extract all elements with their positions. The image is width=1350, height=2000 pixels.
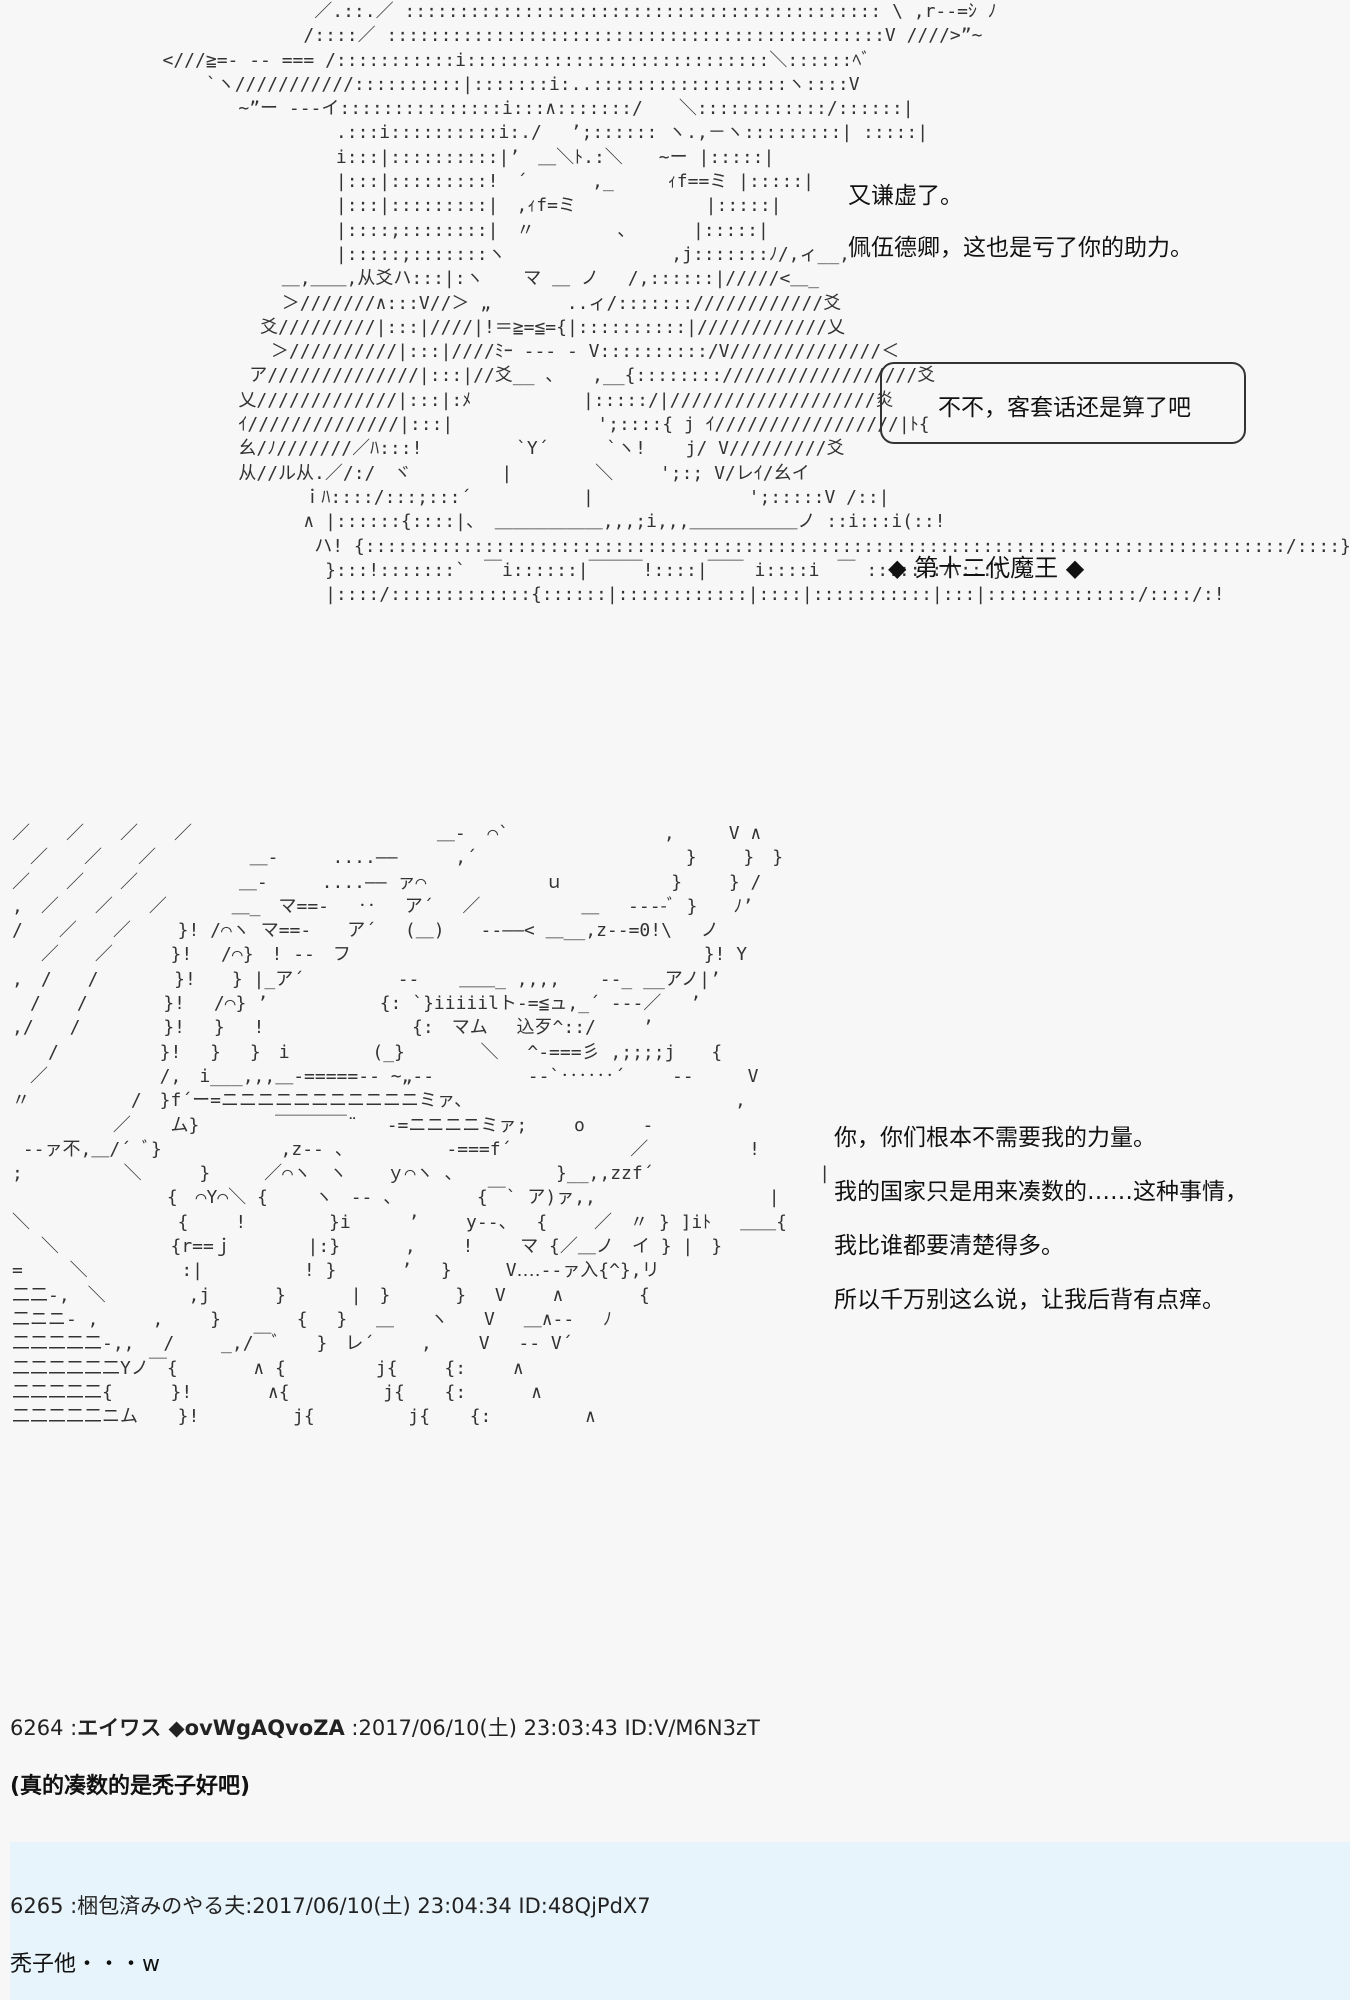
dialogue-line-5: 我比谁都要清楚得多。 xyxy=(834,1233,1064,1259)
ascii-art-character-closeup: ／ ／ ／ ／ ＿- ⌒` , V ∧ ／ ／ ／ ＿- ....―― ,´ }… xyxy=(12,823,831,1428)
dialogue-line-2: 佩伍德卿，这也是亏了你的助力。 xyxy=(848,235,1193,261)
post-header: 6264 :エイワス ◆ovWgAQvoZA :2017/06/10(土) 23… xyxy=(10,1716,760,1740)
ascii-art-demon-lord: ／.::.／ :::::::::::::::::::::::::::::::::… xyxy=(162,1,1350,606)
speech-bubble-text: 不不，客套话还是算了吧 xyxy=(938,395,1191,421)
dialogue-line-1: 又谦虚了。 xyxy=(848,183,963,209)
post-body: 秃子他・・・w xyxy=(10,1952,160,1977)
dialogue-line-4: 我的国家只是用来凑数的……这种事情， xyxy=(834,1179,1248,1205)
dialogue-line-6: 所以千万别这么说，让我后背有点痒。 xyxy=(834,1287,1225,1313)
post-6265: 6265 :梱包済みのやる夫:2017/06/10(土) 23:04:34 ID… xyxy=(10,1842,1350,2000)
post-body: (真的凑数的是秃子好吧) xyxy=(10,1774,251,1799)
post-author: 梱包済みのやる夫 xyxy=(77,1894,246,1918)
post-author: エイワス ◆ovWgAQvoZA xyxy=(77,1716,345,1740)
post-date: 2017/06/10(土) 23:04:34 ID:48QjPdX7 xyxy=(252,1894,651,1918)
speech-bubble: 不不，客套话还是算了吧 xyxy=(880,362,1246,444)
post-number[interactable]: 6264 xyxy=(10,1716,64,1740)
character-title: ◆ 第十二代魔王 ◆ xyxy=(888,554,1085,582)
post-6264: 6264 :エイワス ◆ovWgAQvoZA :2017/06/10(土) 23… xyxy=(10,1712,1350,1800)
post-number[interactable]: 6265 xyxy=(10,1894,64,1918)
post-date: 2017/06/10(土) 23:03:43 ID:V/M6N3zT xyxy=(358,1716,760,1740)
dialogue-line-3: 你，你们根本不需要我的力量。 xyxy=(834,1125,1156,1151)
post-header: 6265 :梱包済みのやる夫:2017/06/10(土) 23:04:34 ID… xyxy=(10,1894,651,1918)
